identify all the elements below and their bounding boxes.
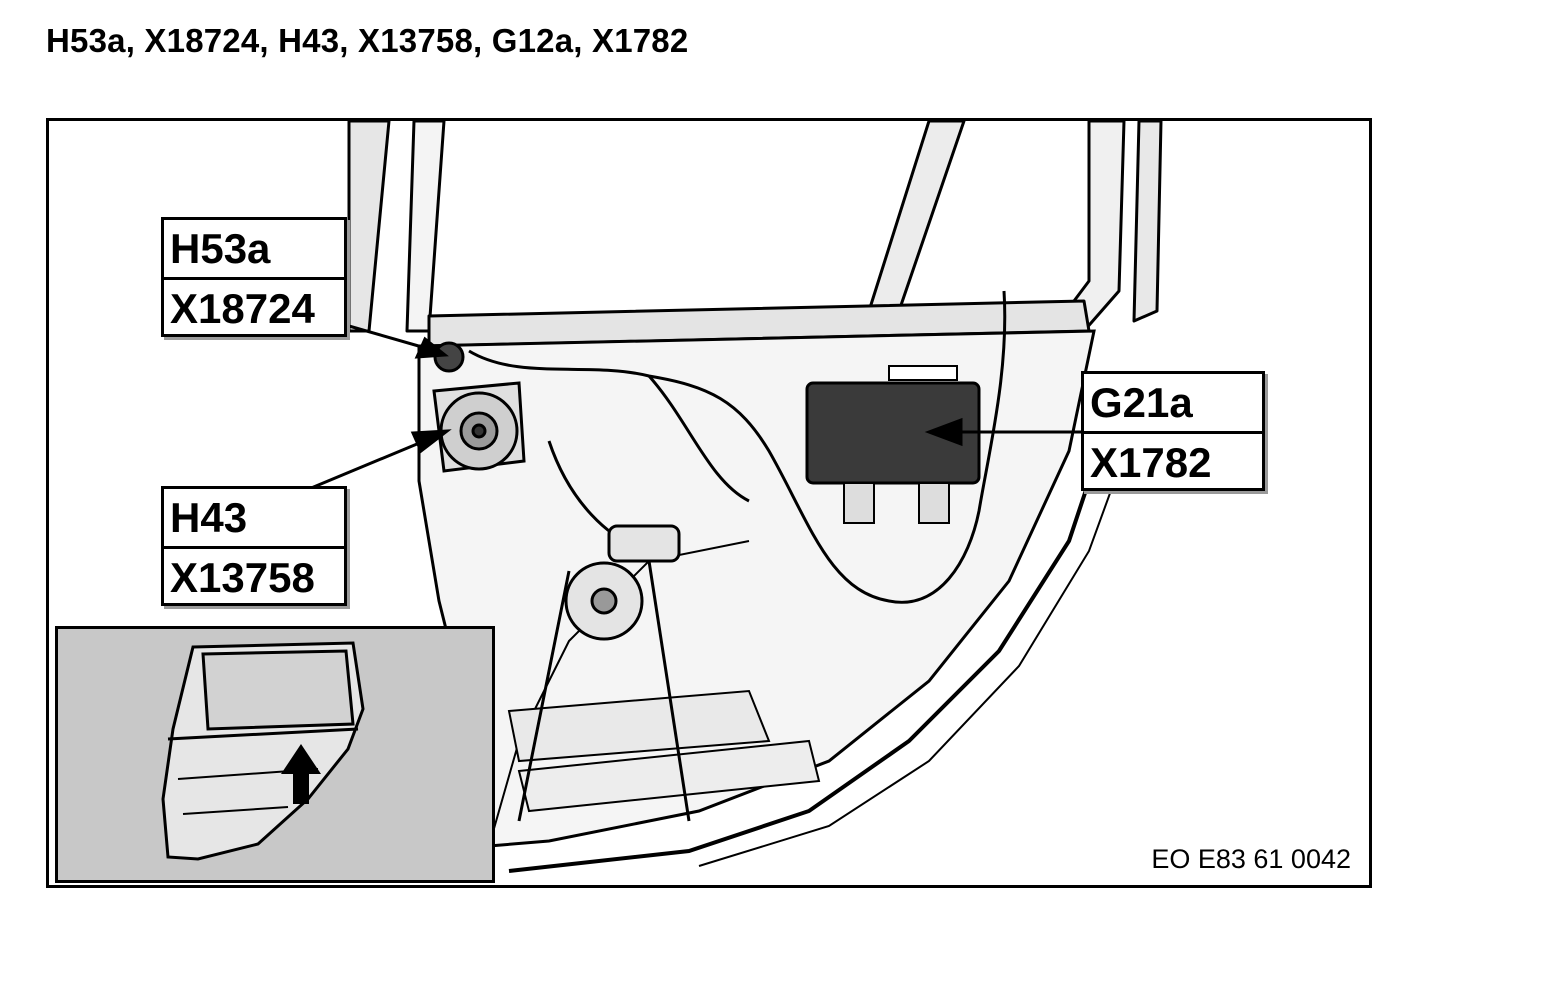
callout-h43: H43 X13758 <box>161 486 347 606</box>
callout-label: X18724 <box>164 277 344 334</box>
window-frame <box>347 121 1163 348</box>
callout-label: X1782 <box>1084 431 1262 488</box>
page-title: H53a, X18724, H43, X13758, G12a, X1782 <box>46 22 689 59</box>
door-illustration <box>303 121 1163 873</box>
callout-g21a: G21a X1782 <box>1081 371 1265 491</box>
arrow-up-icon <box>281 744 321 804</box>
callout-h53a: H53a X18724 <box>161 217 347 337</box>
control-module-g21a <box>805 365 981 524</box>
callout-label: G21a <box>1090 379 1193 426</box>
callout-label: H43 <box>170 494 248 541</box>
callout-label: X13758 <box>164 546 344 603</box>
diagram-frame: H53a X18724 H43 X13758 G21a X1782 EO E83… <box>46 118 1372 888</box>
inset-locator <box>55 626 495 883</box>
door-locator-illustration <box>161 641 365 861</box>
window-motor <box>517 524 691 822</box>
tweeter-h53a <box>433 341 465 373</box>
speaker-h43 <box>432 381 526 473</box>
figure-reference: EO E83 61 0042 <box>1151 844 1351 874</box>
leader-lines <box>303 324 1081 493</box>
callout-label: H53a <box>170 225 271 272</box>
